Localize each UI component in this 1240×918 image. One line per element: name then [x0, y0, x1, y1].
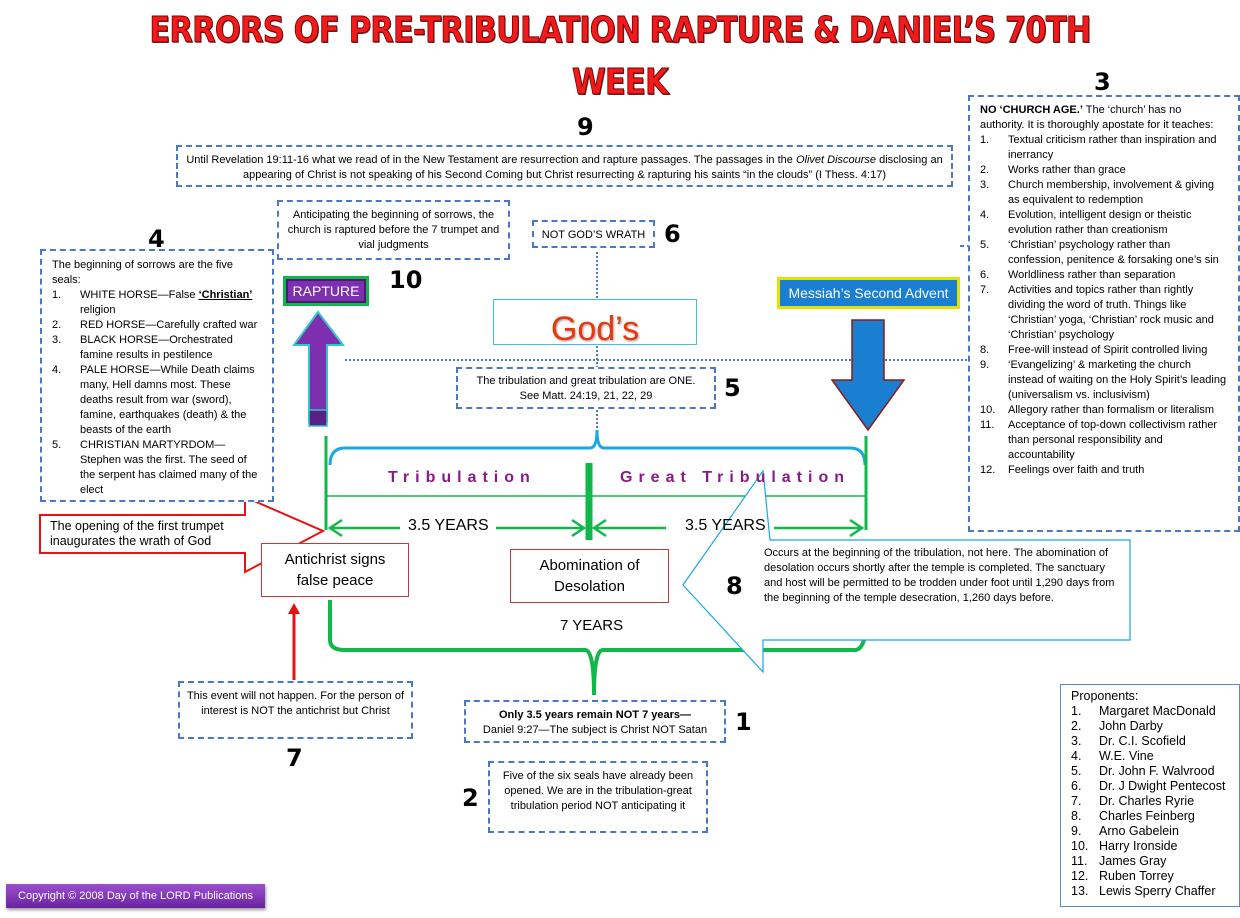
seven-years-label: 7 YEARS	[560, 617, 624, 634]
list-item: 12.Ruben Torrey	[1071, 869, 1174, 883]
second-advent-label: Messiah’s Second Advent	[777, 277, 960, 309]
callout-8-pointer	[682, 469, 1131, 674]
great-tribulation-label: Great Tribulation	[620, 469, 851, 486]
abomination-box: Abomination of Desolation	[510, 549, 669, 603]
list-item: 11.James Gray	[1071, 854, 1167, 868]
list-item: 2.RED HORSE—Carefully crafted war	[52, 319, 258, 331]
years-right-label: 3.5 YEARS	[685, 517, 766, 534]
callout-1-bold: Only 3.5 years remain NOT 7 years—	[499, 709, 691, 721]
list-item: 8.Free-will instead of Spirit controlled…	[980, 344, 1208, 356]
callout-9: Until Revelation 19:11-16 what we read o…	[176, 145, 953, 187]
list-item: 5.‘Christian’ psychology rather than con…	[980, 239, 1219, 266]
proponents-title: Proponents:	[1071, 689, 1139, 703]
proponents-list: 1.Margaret MacDonald 2.John Darby 3.Dr. …	[1071, 704, 1229, 899]
callout-10: Anticipating the beginning of sorrows, t…	[277, 200, 510, 260]
list-item: 2.John Darby	[1071, 719, 1163, 733]
callout-3: NO ‘CHURCH AGE.’ The ‘church’ has no aut…	[968, 95, 1240, 532]
callout-number-5: 5	[724, 374, 741, 402]
callout-7: This event will not happen. For the pers…	[178, 681, 413, 739]
callout-6: NOT GOD’S WRATH	[532, 220, 655, 248]
list-item: 4.W.E. Vine	[1071, 749, 1154, 763]
list-item: 12.Feelings over faith and truth	[980, 464, 1145, 476]
gods-box: God’s	[493, 299, 697, 345]
callout-5-line2: See Matt. 24:19, 21, 22, 29	[519, 390, 653, 402]
list-item: 8.Charles Feinberg	[1071, 809, 1195, 823]
copyright-banner: Copyright © 2008 Day of the LORD Publica…	[6, 884, 265, 908]
callout-number-10: 10	[389, 266, 423, 294]
list-item: 10.Allegory rather than formalism or lit…	[980, 404, 1215, 416]
rapture-up-arrow	[292, 310, 346, 427]
list-item: 1.Margaret MacDonald	[1071, 704, 1216, 718]
callout-number-7: 7	[286, 744, 303, 772]
red-arrow-head	[288, 603, 300, 614]
list-item: 2.Works rather than grace	[980, 164, 1126, 176]
page-title-line2: WEEK	[572, 62, 670, 104]
list-item: 13.Lewis Sperry Chaffer	[1071, 884, 1216, 898]
callout-4: The beginning of sorrows are the five se…	[40, 249, 274, 502]
list-item: 7.Activities and topics rather than righ…	[980, 284, 1214, 341]
callout-5-line1: The tribulation and great tribulation ar…	[476, 375, 696, 387]
callout-9-emph: Olivet Discourse	[795, 154, 877, 166]
callout-number-1: 1	[735, 708, 752, 736]
callout-4-lead: The beginning of sorrows are the five se…	[52, 259, 233, 286]
callout-1-text: Daniel 9:27—The subject is Christ NOT Sa…	[482, 724, 708, 736]
callout-number-8: 8	[726, 572, 743, 600]
list-item: 9.Arno Gabelein	[1071, 824, 1179, 838]
proponents-box: Proponents: 1.Margaret MacDonald 2.John …	[1060, 684, 1240, 907]
list-item: 10.Harry Ironside	[1071, 839, 1178, 853]
list-item: 4.PALE HORSE—While Death claims many, He…	[52, 364, 255, 436]
list-item: 6.Worldliness rather than separation	[980, 269, 1176, 281]
list-item: 5.Dr. John F. Walvrood	[1071, 764, 1215, 778]
list-item: 11.Acceptance of top-down collectivism r…	[980, 419, 1218, 461]
callout-3-lead: The ‘church’ has no authority. It is tho…	[980, 104, 1214, 131]
callout-5: The tribulation and great tribulation ar…	[456, 367, 716, 409]
callout-9-text2: disclosing an appearing of Christ is not…	[242, 154, 943, 181]
list-item: 7.Dr. Charles Ryrie	[1071, 794, 1195, 808]
list-item: 1.WHITE HORSE—False ‘Christian’ religion	[52, 289, 253, 316]
antichrist-box: Antichrist signs false peace	[261, 543, 409, 597]
list-item: 3.Church membership, involvement & givin…	[980, 179, 1215, 206]
callout-8: Occurs at the beginning of the tribulati…	[764, 547, 1115, 604]
page-title-line1: ERRORS OF PRE-TRIBULATION RAPTURE & DANI…	[149, 10, 1092, 52]
callout-3-lead-bold: NO ‘CHURCH AGE.’	[980, 104, 1083, 116]
advent-down-arrow	[830, 319, 906, 432]
callout-2: Five of the six seals have already been …	[488, 761, 708, 833]
callout-number-6: 6	[664, 220, 681, 248]
callout-number-4: 4	[148, 225, 165, 253]
list-item: 9.‘Evangelizing’ & marketing the church …	[980, 359, 1227, 401]
tribulation-label: Tribulation	[388, 469, 536, 486]
list-item: 1.Textual criticism rather than inspirat…	[980, 134, 1217, 161]
callout-9-text1: Until Revelation 19:11-16 what we read o…	[186, 154, 796, 166]
callout-number-3: 3	[1094, 68, 1111, 96]
callout-4-list: 1.WHITE HORSE—False ‘Christian’ religion…	[52, 288, 262, 498]
list-item: 5.CHRISTIAN MARTYRDOM—Stephen was the fi…	[52, 439, 258, 496]
years-left-label: 3.5 YEARS	[408, 517, 489, 534]
callout-number-2: 2	[462, 784, 479, 812]
years-arrows	[327, 518, 865, 538]
list-item: 3.BLACK HORSE—Orchestrated famine result…	[52, 334, 233, 361]
first-trumpet-text: The opening of the first trumpet inaugur…	[50, 519, 224, 548]
callout-number-9: 9	[577, 113, 594, 141]
seven-years-brace	[328, 599, 870, 696]
list-item: 3.Dr. C.I. Scofield	[1071, 734, 1186, 748]
callout-1: Only 3.5 years remain NOT 7 years— Danie…	[464, 700, 726, 743]
top-brace	[328, 429, 867, 466]
callout-3-list: 1.Textual criticism rather than inspirat…	[980, 133, 1228, 478]
rapture-label: RAPTURE	[283, 276, 369, 306]
list-item: 4.Evolution, intelligent design or theis…	[980, 209, 1192, 236]
list-item: 6.Dr. J Dwight Pentecost	[1071, 779, 1226, 793]
